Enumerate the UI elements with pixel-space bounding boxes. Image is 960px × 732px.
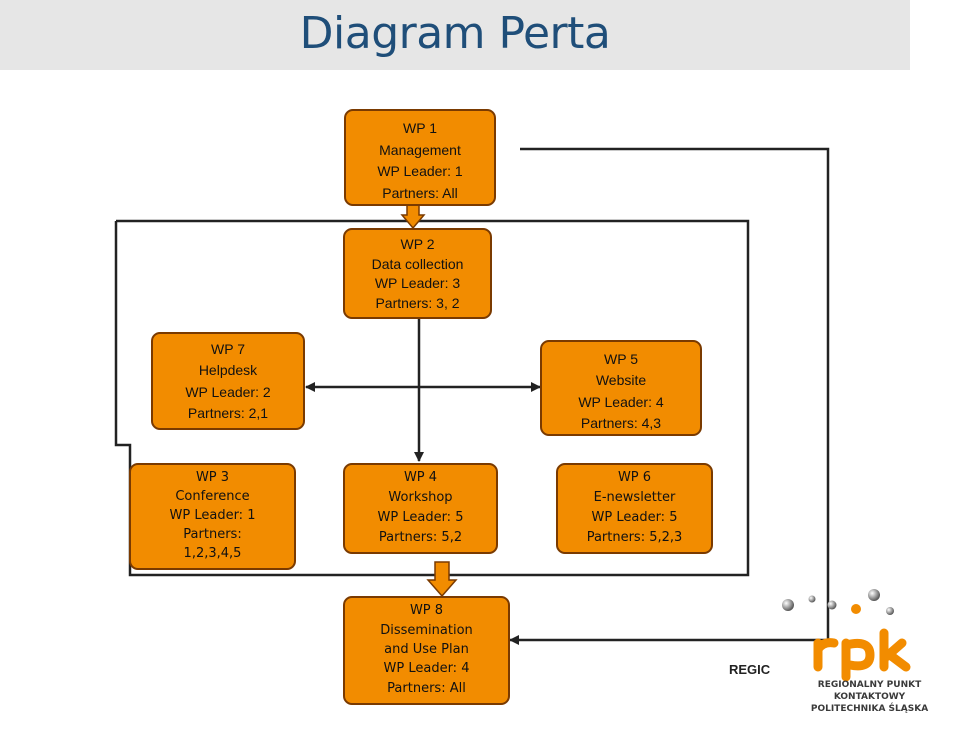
logo-caption: REGIONALNY PUNKT KONTAKTOWY POLITECHNIKA…: [782, 679, 957, 715]
wp4-line: Partners: 5,2: [378, 529, 463, 545]
block-arrow-wp4-wp8: [426, 561, 458, 598]
wp5-line: WP 5: [604, 350, 638, 367]
wp6-line: WP Leader: 5: [591, 509, 678, 525]
wp4-line: WP 4: [403, 470, 438, 486]
logo-caption-line1: REGIONALNY PUNKT KONTAKTOWY: [817, 680, 922, 702]
wp2-line: WP 2: [400, 235, 435, 252]
wp1-line: WP Leader: 1: [377, 163, 463, 180]
wp5-line: Partners: 4,3: [580, 415, 662, 432]
wp3-box: WP 3 Conference WP Leader: 1 Partners: 1…: [129, 463, 296, 570]
wp3-line: WP 3: [195, 470, 230, 486]
wp3-line: Conference: [175, 489, 250, 505]
title-band: [0, 0, 910, 70]
wp2-line: WP Leader: 3: [374, 275, 461, 292]
wp2-box: WP 2 Data collection WP Leader: 3 Partne…: [343, 228, 492, 319]
wp6-line: E-newsletter: [593, 490, 676, 506]
wp8-line: Dissemination: [380, 622, 473, 638]
wp1-line: WP 1: [403, 119, 437, 136]
rpk-logo-mark: [782, 589, 911, 682]
wp5-line: Website: [595, 372, 647, 389]
wp8-line: and Use Plan: [384, 642, 469, 657]
wp7-line: Helpdesk: [198, 362, 258, 379]
wp4-line: WP Leader: 5: [377, 509, 464, 525]
wp8-line: Partners: All: [387, 680, 466, 696]
wp1-line: Partners: All: [382, 185, 458, 202]
regic-label: REGIC: [729, 662, 771, 677]
rpk-logo: REGIC REGIONALNY PUNKT KONTAKTOWY POLITE…: [700, 585, 960, 727]
wp3-line: 1,2,3,4,5: [183, 546, 242, 562]
wp6-box: WP 6 E-newsletter WP Leader: 5 Partners:…: [556, 463, 713, 554]
logo-caption-line2: POLITECHNIKA ŚLĄSKA: [810, 704, 929, 714]
wp2-line: Data collection: [371, 255, 464, 272]
loop-line: [509, 147, 830, 645]
wp7-box: WP 7 Helpdesk WP Leader: 2 Partners: 2,1: [151, 332, 305, 430]
wp7-line: Partners: 2,1: [187, 405, 269, 422]
wp7-line: WP 7: [211, 340, 245, 357]
wp4-line: Workshop: [388, 490, 453, 506]
page-title: Diagram Perta: [299, 8, 611, 59]
wp4-box: WP 4 Workshop WP Leader: 5 Partners: 5,2: [343, 463, 498, 554]
wp8-line: WP Leader: 4: [383, 661, 470, 677]
wp6-line: WP 6: [617, 470, 652, 486]
wp3-line: WP Leader: 1: [169, 508, 256, 524]
wp5-line: WP Leader: 4: [578, 393, 664, 410]
wp3-line: Partners:: [183, 527, 242, 543]
wp2-line: Partners: 3, 2: [375, 295, 460, 312]
wp8-box: WP 8 Dissemination and Use Plan WP Leade…: [343, 596, 510, 705]
wp5-box: WP 5 Website WP Leader: 4 Partners: 4,3: [540, 340, 702, 436]
wp7-line: WP Leader: 2: [185, 383, 271, 400]
wp8-line: WP 8: [409, 603, 444, 619]
wp1-line: Management: [379, 141, 461, 158]
frame-line: [114, 219, 750, 577]
wp1-box: WP 1 Management WP Leader: 1 Partners: A…: [344, 109, 496, 206]
wp6-line: Partners: 5,2,3: [586, 529, 683, 545]
